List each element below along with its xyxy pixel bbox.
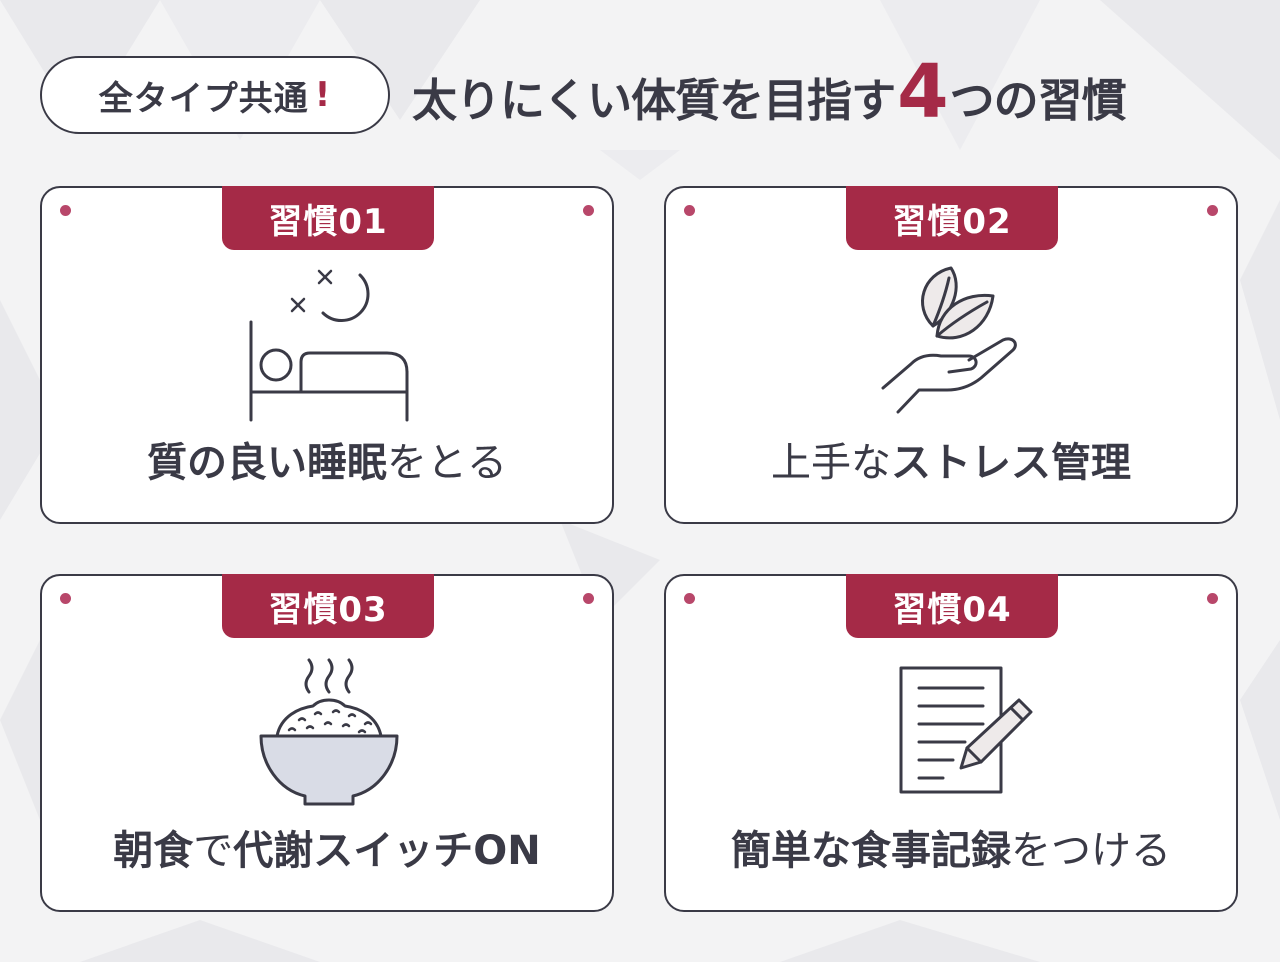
decor-dot: [684, 205, 695, 216]
habit-card-01: 習慣01 質の良い睡眠をとる: [40, 186, 614, 524]
decor-dot: [1207, 593, 1218, 604]
sleep-bed-moon-icon: [249, 269, 409, 422]
all-types-badge: 全タイプ共通!: [40, 56, 390, 134]
rice-bowl-icon: [259, 658, 399, 806]
habit-card-03: 習慣03 朝食で代謝スイッチON: [40, 574, 614, 912]
decor-dot: [1207, 205, 1218, 216]
caption-regular: 上手な: [771, 440, 891, 486]
badge-exclamation: !: [314, 75, 332, 115]
habit-tag: 習慣03: [222, 574, 434, 638]
caption-bold: 朝食: [113, 828, 194, 874]
badge-label: 全タイプ共通: [98, 78, 309, 119]
decor-dot: [583, 205, 594, 216]
habit-tag: 習慣02: [846, 186, 1058, 250]
caption-bold: 簡単な食事記録: [731, 828, 1011, 874]
caption-regular: で: [193, 828, 234, 874]
caption-bold: 代謝スイッチON: [233, 828, 541, 874]
habit-caption: 上手なストレス管理: [666, 424, 1236, 494]
title-number: 4: [897, 49, 948, 135]
habit-caption: 質の良い睡眠をとる: [42, 424, 612, 494]
habit-tag: 習慣01: [222, 186, 434, 250]
note-pencil-icon: [899, 666, 1033, 794]
caption-bold: ストレス管理: [891, 440, 1131, 486]
decor-dot: [60, 593, 71, 604]
habit-card-04: 習慣04 簡単な食事記録をつける: [664, 574, 1238, 912]
habit-caption: 朝食で代謝スイッチON: [42, 812, 612, 882]
decor-dot: [684, 593, 695, 604]
habit-tag: 習慣04: [846, 574, 1058, 638]
caption-regular: をとる: [387, 440, 507, 486]
title-before: 太りにくい体質を目指す: [412, 73, 896, 127]
habit-caption: 簡単な食事記録をつける: [666, 812, 1236, 882]
decor-dot: [583, 593, 594, 604]
caption-regular: をつける: [1011, 828, 1171, 874]
title-after: つの習慣: [949, 73, 1127, 127]
caption-bold: 質の良い睡眠: [147, 440, 387, 486]
hand-leaves-icon: [881, 266, 1017, 414]
habit-card-02: 習慣02 上手なストレス管理: [664, 186, 1238, 524]
decor-dot: [60, 205, 71, 216]
